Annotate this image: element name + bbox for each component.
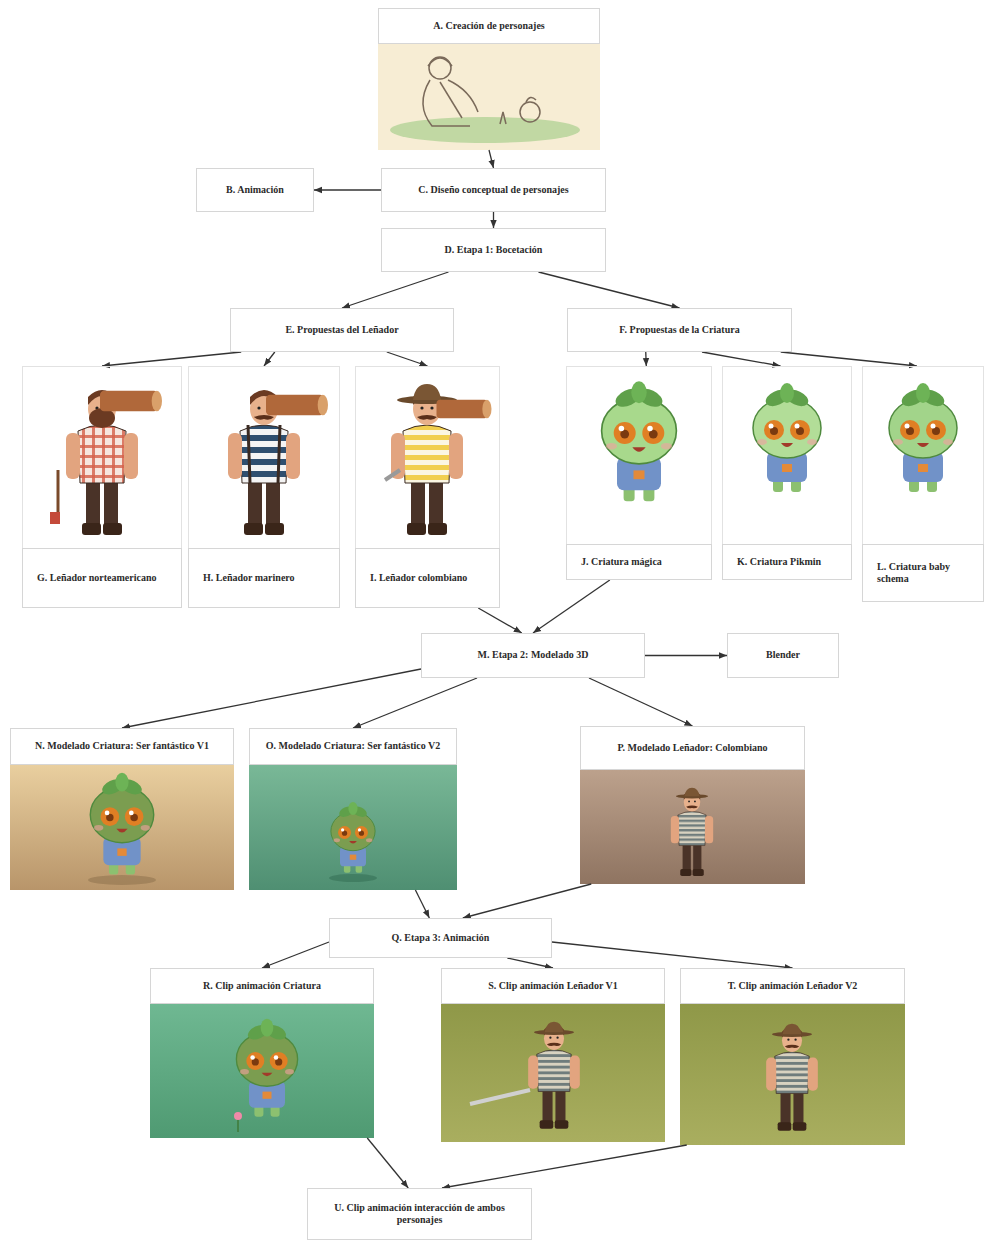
title-label: K. Criatura Pikmin (722, 544, 852, 580)
process-box: C. Diseño conceptual de personajes (381, 168, 606, 212)
flow-arrow (645, 655, 727, 656)
flow-arrow (552, 942, 793, 968)
flow-arrow (463, 884, 591, 918)
clip-creature (150, 1004, 374, 1138)
flow-arrow (489, 150, 494, 168)
flow-arrow (314, 189, 381, 190)
title-label: S. Clip animación Leñador V1 (441, 968, 665, 1004)
box-label: F. Propuestas de la Criatura (619, 324, 739, 337)
box-label: Q. Etapa 3: Animación (392, 932, 490, 945)
titled-image-box: T. Clip animación Leñador V2 (680, 968, 905, 1145)
box-label: C. Diseño conceptual de personajes (418, 184, 568, 197)
lumberjack-american (50, 390, 162, 535)
box-label: Blender (766, 649, 800, 662)
flow-arrow (387, 352, 428, 366)
titled-image-box: P. Modelado Leñador: Colombiano (580, 726, 805, 884)
titled-image-box: O. Modelado Criatura: Ser fantástico V2 (249, 728, 457, 890)
title-label: P. Modelado Leñador: Colombiano (580, 726, 805, 770)
flow-arrow (342, 272, 449, 308)
stage-box: D. Etapa 1: Bocetación (381, 228, 606, 272)
title-label: R. Clip animación Criatura (150, 968, 374, 1004)
proposal-card: G. Leñador norteamericano (22, 366, 182, 608)
title-label: H. Leñador marinero (188, 548, 340, 608)
flow-arrow (262, 942, 329, 968)
titled-image-box: R. Clip animación Criatura (150, 968, 374, 1138)
sketch-illustration (378, 44, 600, 150)
flow-arrow (264, 352, 275, 366)
flow-arrow (539, 272, 680, 308)
render-lumberjack (580, 770, 805, 884)
flow-arrow (493, 212, 494, 228)
stage-box: M. Etapa 2: Modelado 3D (421, 633, 645, 678)
title-label: A. Creación de personajes (378, 8, 600, 44)
title-label: L. Criatura baby schema (862, 544, 984, 602)
flow-arrow (102, 352, 241, 366)
flow-arrow (353, 678, 477, 728)
flow-arrow (507, 958, 553, 968)
lumberjack-sailor (228, 390, 328, 535)
proposal-card: H. Leñador marinero (188, 366, 340, 608)
proposal-card: J. Criatura mágica (566, 366, 712, 580)
stage-box: Q. Etapa 3: Animación (329, 918, 552, 958)
creature-magic (602, 381, 677, 501)
proposal-card: K. Criatura Pikmin (722, 366, 852, 580)
render-creature-v2 (249, 765, 457, 890)
creature-baby-schema (889, 383, 957, 492)
flow-arrow (702, 352, 781, 366)
titled-image-box: S. Clip animación Leñador V1 (441, 968, 665, 1142)
tool-box: Blender (727, 633, 839, 678)
titled-image-box: A. Creación de personajes (378, 8, 600, 150)
title-label: J. Criatura mágica (566, 544, 712, 580)
flow-arrow (645, 352, 647, 366)
flow-arrow (589, 678, 693, 726)
flow-arrow (781, 352, 917, 366)
lumberjack-colombian (385, 384, 492, 535)
box-label: D. Etapa 1: Bocetación (445, 244, 543, 257)
flow-arrow (442, 1145, 687, 1188)
proposal-card: I. Leñador colombiano (355, 366, 500, 608)
title-label: N. Modelado Criatura: Ser fantástico V1 (10, 728, 234, 765)
flow-arrow (533, 580, 610, 633)
process-box: F. Propuestas de la Criatura (567, 308, 792, 352)
process-box: B. Animación (196, 168, 314, 212)
creature-pikmin (753, 383, 821, 492)
process-box: U. Clip animación interacción de ambos p… (307, 1188, 532, 1240)
box-label: M. Etapa 2: Modelado 3D (478, 649, 589, 662)
title-label: T. Clip animación Leñador V2 (680, 968, 905, 1004)
flow-arrow (415, 890, 429, 918)
box-label: U. Clip animación interacción de ambos p… (316, 1202, 523, 1227)
title-label: O. Modelado Criatura: Ser fantástico V2 (249, 728, 457, 765)
proposal-card: L. Criatura baby schema (862, 366, 984, 602)
clip-lumberjack-v2 (680, 1004, 905, 1145)
box-label: B. Animación (226, 184, 284, 197)
flow-arrow (367, 1138, 408, 1188)
title-label: I. Leñador colombiano (355, 548, 500, 608)
clip-lumberjack-v1 (441, 1004, 665, 1142)
flow-arrow (478, 608, 522, 633)
render-creature-v1 (10, 765, 234, 890)
title-label: G. Leñador norteamericano (22, 548, 182, 608)
titled-image-box: N. Modelado Criatura: Ser fantástico V1 (10, 728, 234, 890)
process-box: E. Propuestas del Leñador (230, 308, 454, 352)
box-label: E. Propuestas del Leñador (285, 324, 398, 337)
